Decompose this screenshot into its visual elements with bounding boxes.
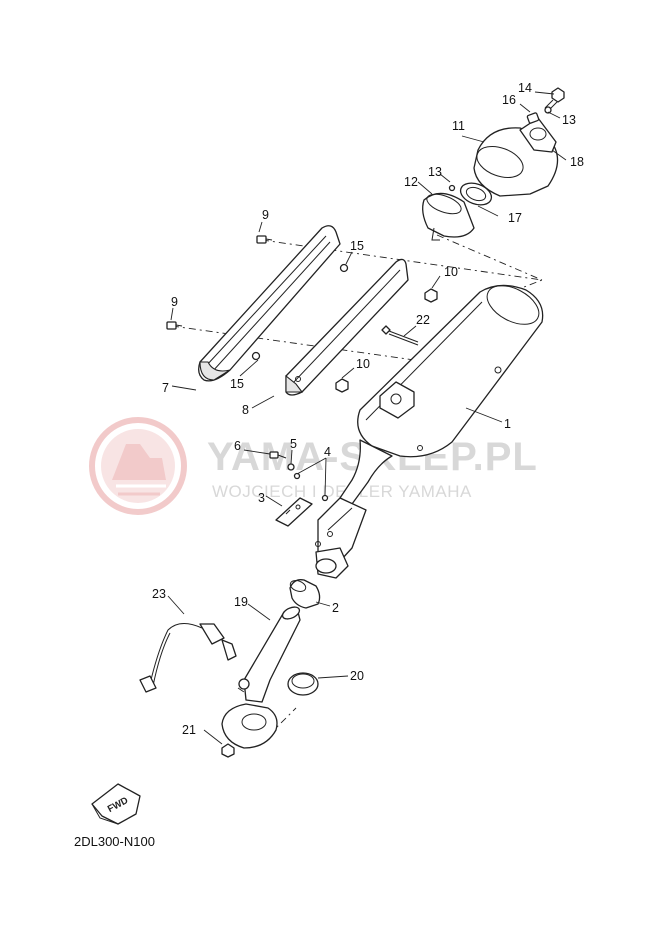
- gasket-20: [287, 672, 319, 696]
- callout-11: 11: [452, 119, 465, 133]
- collar-16: [526, 112, 540, 124]
- muffler-1: [339, 284, 544, 505]
- watermark-logo: [89, 417, 187, 515]
- fwd-arrow-icon: FWD: [91, 783, 141, 825]
- washer-13-lower: [448, 184, 456, 192]
- diagram-code: 2DL300-N100: [74, 834, 155, 849]
- callout-7: 7: [162, 381, 169, 395]
- callouts: 1 2 3 4 5 6 7 8 9 9 10 10 11 12 13 13 14…: [152, 81, 584, 737]
- callout-8: 8: [242, 403, 249, 417]
- bolt-6: [269, 451, 287, 459]
- callout-17: 17: [508, 211, 522, 225]
- collar-15-upper: [339, 263, 349, 273]
- callout-16: 16: [502, 93, 516, 107]
- heat-protector-8: [285, 258, 409, 396]
- exhaust-pipe-19: [221, 606, 301, 749]
- gasket-17: [459, 182, 493, 206]
- callout-22: 22: [416, 313, 430, 327]
- callout-1: 1: [504, 417, 511, 431]
- callout-10-upper: 10: [444, 265, 458, 279]
- collar-15-lower: [251, 351, 261, 361]
- callout-9-lower: 9: [171, 295, 178, 309]
- callout-12: 12: [404, 175, 418, 189]
- callout-18: 18: [570, 155, 584, 169]
- callout-15-lower: 15: [230, 377, 244, 391]
- bolt-22: [381, 325, 419, 346]
- callout-10-lower: 10: [356, 357, 370, 371]
- callout-9-upper: 9: [262, 208, 269, 222]
- exhaust-pipe-body: [315, 497, 367, 579]
- callout-6: 6: [234, 439, 241, 453]
- bolt-14: [544, 87, 565, 111]
- o2-sensor-23: [139, 623, 237, 693]
- leader-lines: [167, 91, 567, 745]
- watermark-subtitle: WOJCIECH I DEALER YAMAHA: [212, 482, 472, 501]
- collar-4-b: [321, 494, 329, 502]
- callout-13-lower: 13: [428, 165, 442, 179]
- heat-protector-7: [198, 225, 341, 382]
- washer-13-upper: [544, 106, 552, 114]
- watermark: YAMA-SKLEP.PL WOJCIECH I DEALER YAMAHA: [89, 417, 537, 515]
- callout-20: 20: [350, 669, 364, 683]
- collar-4-a: [293, 472, 301, 480]
- baffle-12: [422, 192, 475, 241]
- callout-19: 19: [234, 595, 248, 609]
- washer-5: [287, 463, 295, 471]
- callout-15-upper: 15: [350, 239, 364, 253]
- bracket-3: [275, 497, 313, 527]
- gasket-2: [289, 579, 321, 609]
- bolt-9-upper: [256, 235, 273, 244]
- callout-2: 2: [332, 601, 339, 615]
- nut-10-lower: [335, 378, 349, 393]
- nut-10-upper: [424, 288, 438, 303]
- callout-4: 4: [324, 445, 331, 459]
- callout-14: 14: [518, 81, 532, 95]
- callout-21: 21: [182, 723, 196, 737]
- bolt-9-lower: [166, 321, 183, 330]
- callout-13-upper: 13: [562, 113, 576, 127]
- callout-3: 3: [258, 491, 265, 505]
- callout-23: 23: [152, 587, 166, 601]
- nut-21: [221, 743, 235, 758]
- callout-5: 5: [290, 437, 297, 451]
